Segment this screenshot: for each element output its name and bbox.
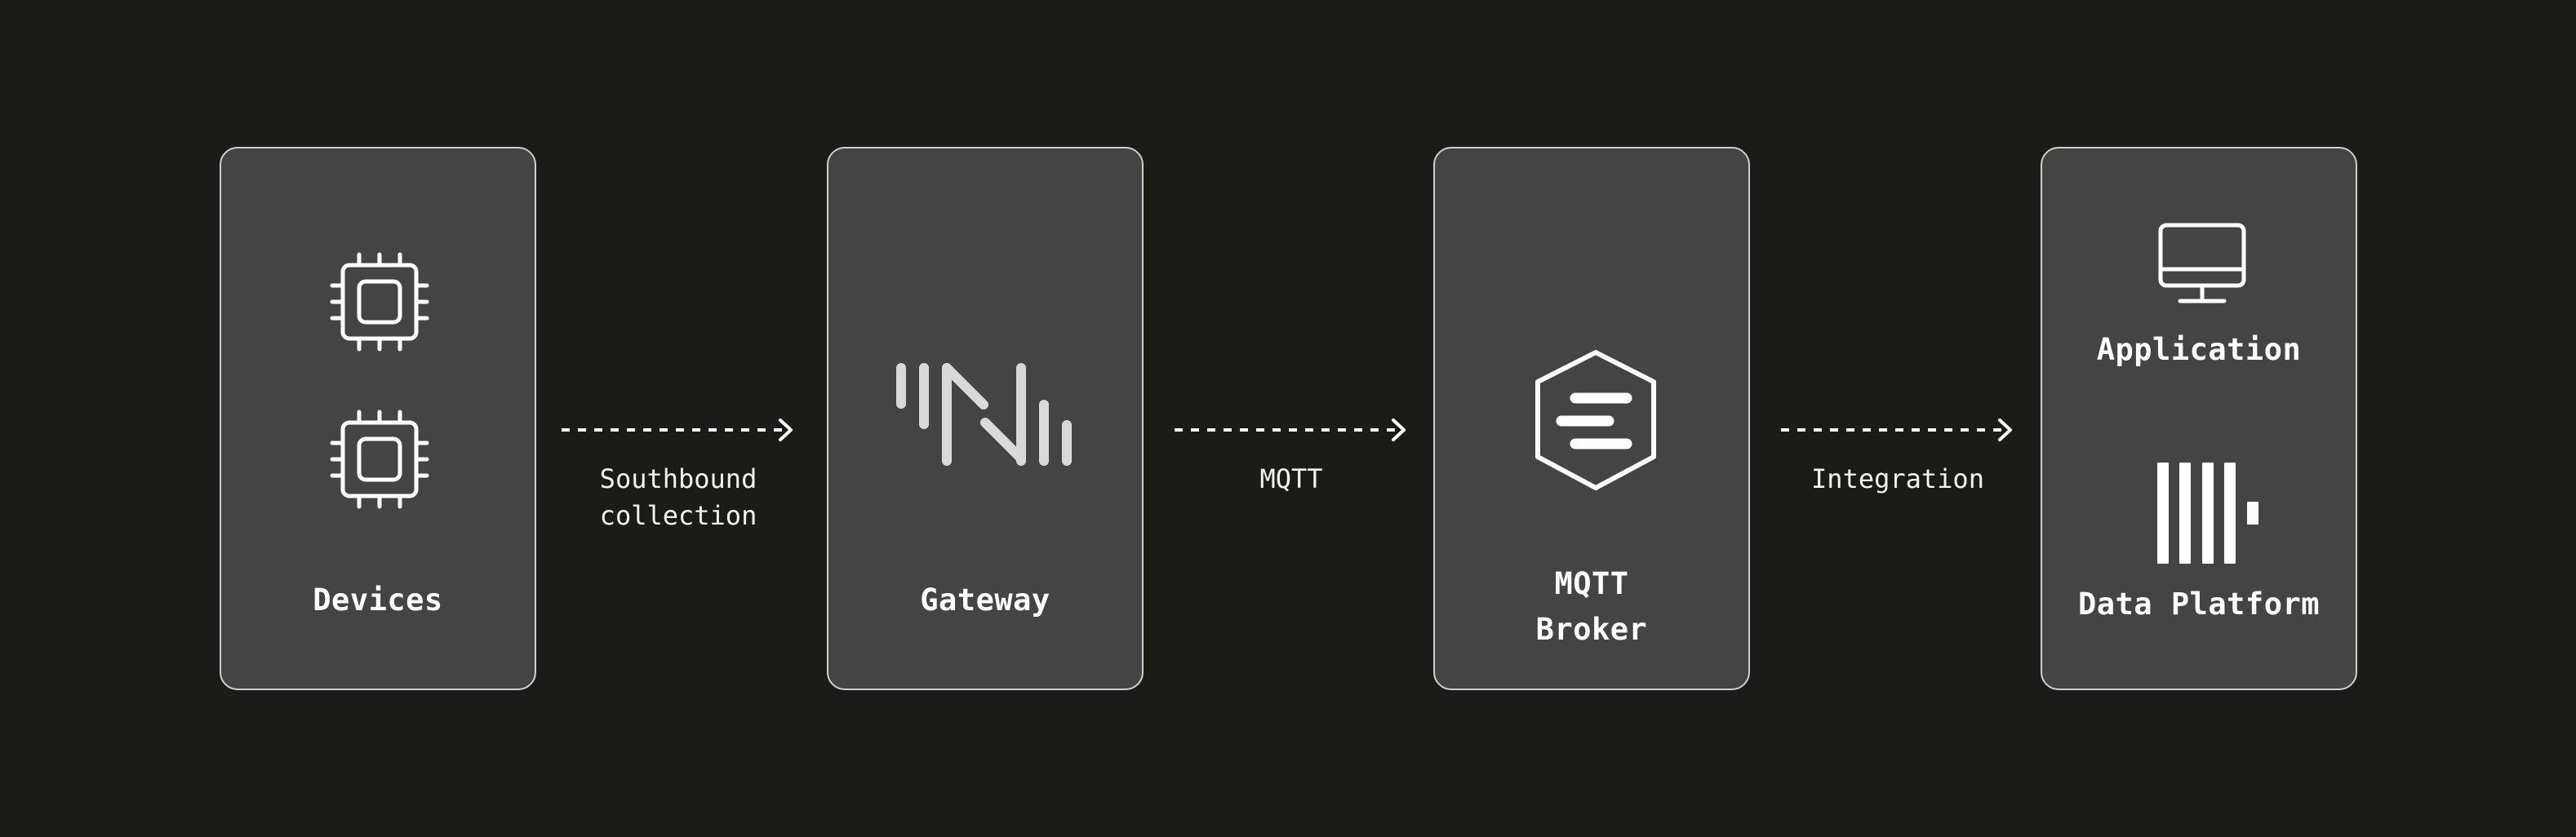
mqtt-broker-hexagon-icon <box>1535 350 1656 490</box>
dashed-arrow-icon <box>1175 418 1406 441</box>
dashed-arrow-icon <box>562 418 793 441</box>
gateway-node: Gateway <box>827 147 1144 690</box>
mqtt-broker-node: MQTT Broker <box>1433 147 1750 690</box>
edge-label-mqtt: MQTT <box>1259 463 1323 494</box>
chip-icon <box>330 252 429 352</box>
devices-label: Devices <box>313 582 443 618</box>
sinks-node: Application Data Platform <box>2041 147 2357 690</box>
data-platform-bars-icon <box>2157 463 2258 564</box>
edge-southbound-collection: Southbound collection <box>560 412 797 534</box>
edge-mqtt: MQTT <box>1173 412 1410 534</box>
gateway-logo-icon <box>896 363 1072 466</box>
application-label: Application <box>2096 332 2302 367</box>
mqtt-broker-label: MQTT Broker <box>1535 566 1648 647</box>
gateway-label: Gateway <box>920 582 1050 618</box>
edge-label-southbound: Southbound collection <box>599 463 757 531</box>
edge-integration: Integration <box>1779 412 2016 534</box>
edge-label-integration: Integration <box>1811 463 1984 494</box>
chip-icon <box>330 410 429 509</box>
data-platform-label: Data Platform <box>2077 587 2321 622</box>
monitor-icon <box>2158 223 2246 303</box>
dashed-arrow-icon <box>1781 418 2012 441</box>
devices-node: Devices <box>220 147 536 690</box>
